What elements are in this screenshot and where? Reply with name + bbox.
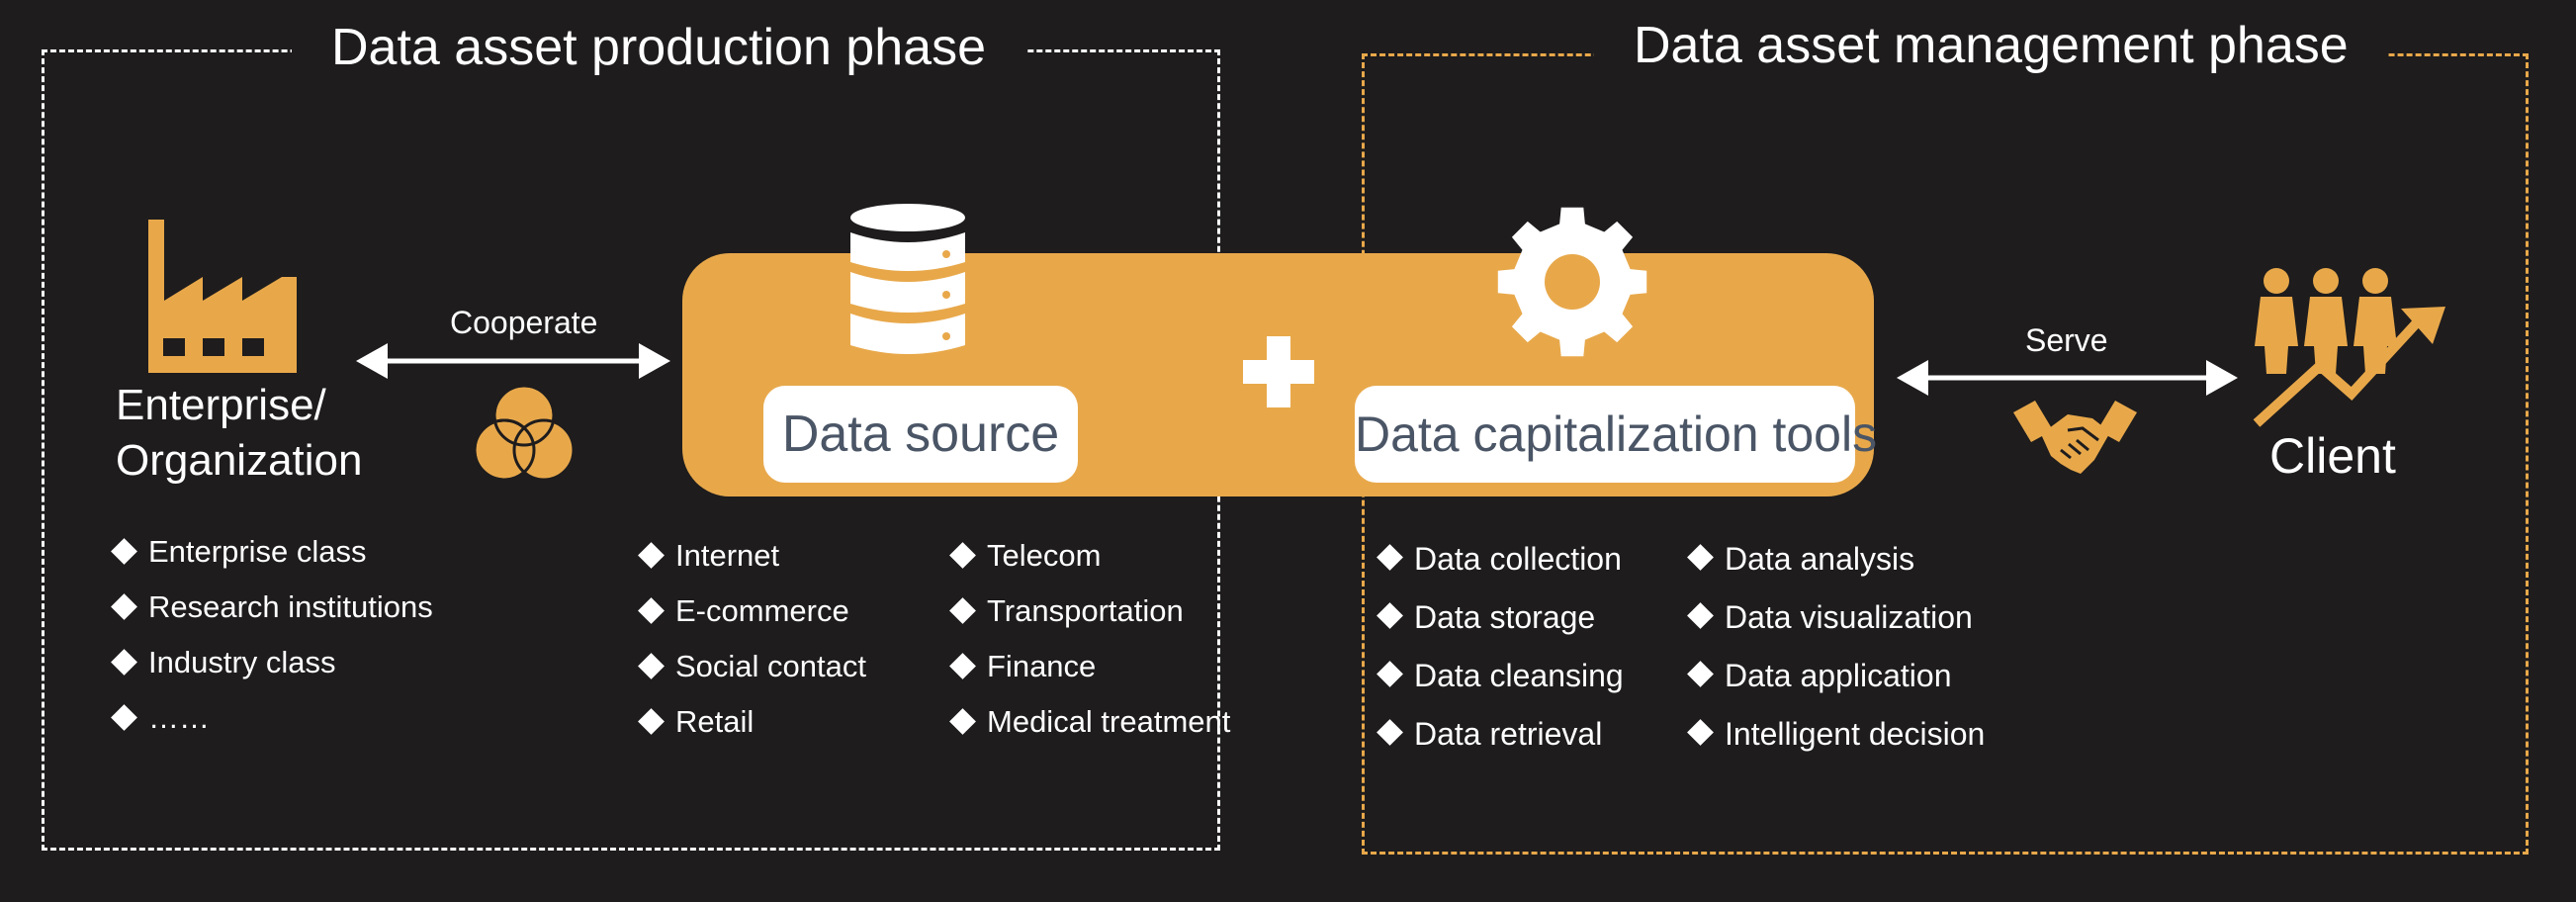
list-item: Data application xyxy=(1687,647,1985,705)
serve-label: Serve xyxy=(2025,322,2108,358)
database-icon xyxy=(850,204,965,354)
factory-icon xyxy=(148,220,297,373)
data-source-items-col2: Telecom Transportation Finance Medical t… xyxy=(949,528,1230,750)
list-item: Social contact xyxy=(638,639,866,694)
handshake-icon xyxy=(2013,401,2137,474)
list-item: Data cleansing xyxy=(1377,647,1624,705)
serve-arrow xyxy=(1897,360,2238,396)
list-item: …… xyxy=(111,690,433,746)
data-source-pill: Data source xyxy=(763,386,1078,483)
list-item: Data storage xyxy=(1377,588,1624,647)
list-item: Research institutions xyxy=(111,580,433,635)
list-item: Data visualization xyxy=(1687,588,1985,647)
tool-items-col2: Data analysis Data visualization Data ap… xyxy=(1687,530,1985,764)
list-item: Enterprise class xyxy=(111,524,433,580)
cooperate-arrow xyxy=(356,343,670,379)
gear-icon xyxy=(1497,207,1647,357)
list-item: Data analysis xyxy=(1687,530,1985,588)
venn-circles-icon xyxy=(473,384,576,482)
cooperate-label: Cooperate xyxy=(450,305,598,340)
plus-icon xyxy=(1243,336,1314,407)
enterprise-items-list: Enterprise class Research institutions I… xyxy=(111,524,433,746)
list-item: Industry class xyxy=(111,635,433,690)
list-item: Data collection xyxy=(1377,530,1624,588)
list-item: Finance xyxy=(949,639,1230,694)
list-item: Internet xyxy=(638,528,866,584)
enterprise-organization-label: Enterprise/ Organization xyxy=(116,381,363,485)
list-item: Intelligent decision xyxy=(1687,705,1985,764)
people-growth-icon xyxy=(2253,268,2445,427)
list-item: Retail xyxy=(638,694,866,750)
list-item: Transportation xyxy=(949,584,1230,639)
list-item: Data retrieval xyxy=(1377,705,1624,764)
data-capitalization-tools-pill: Data capitalization tools xyxy=(1355,386,1877,483)
tool-items-col1: Data collection Data storage Data cleans… xyxy=(1377,530,1624,764)
production-phase-title: Data asset production phase xyxy=(292,18,1025,77)
client-label: Client xyxy=(2269,428,2396,484)
management-phase-title: Data asset management phase xyxy=(1594,16,2388,75)
data-source-items-col1: Internet E-commerce Social contact Retai… xyxy=(638,528,866,750)
list-item: Medical treatment xyxy=(949,694,1230,750)
list-item: Telecom xyxy=(949,528,1230,584)
list-item: E-commerce xyxy=(638,584,866,639)
